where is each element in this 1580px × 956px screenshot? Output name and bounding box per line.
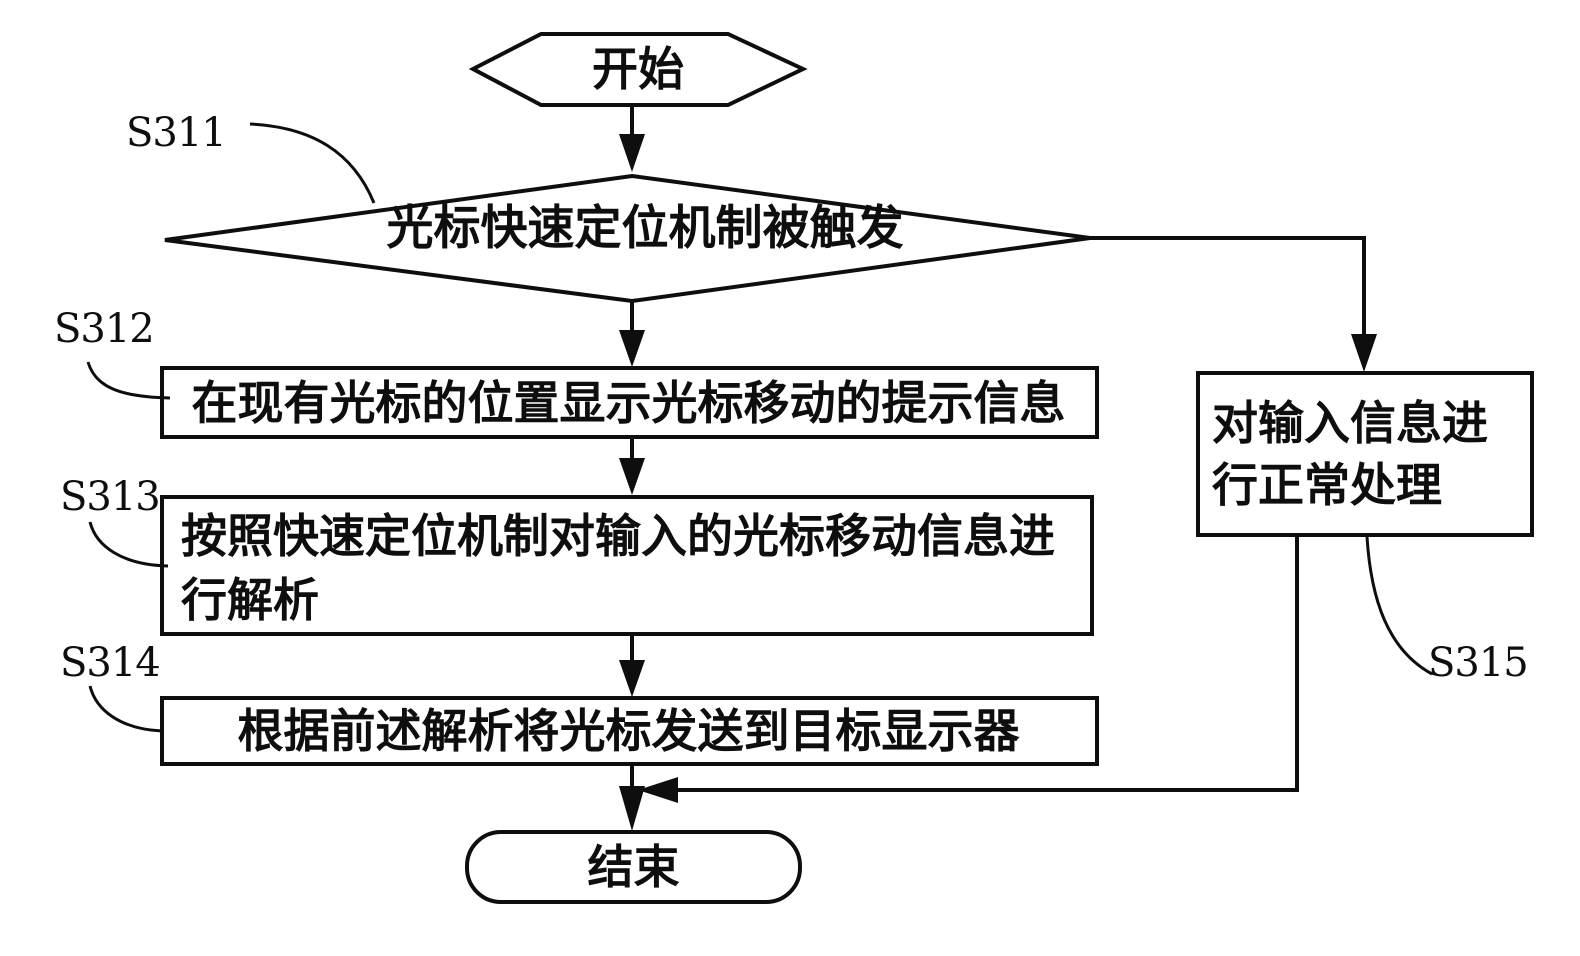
process-s312-shape [160, 366, 1099, 439]
process-s313-label: 按照快速定位机制对输入的光标移动信息进行解析 [181, 510, 1055, 626]
process-s312-label: 在现有光标的位置显示光标移动的提示信息 [191, 376, 1066, 429]
process-s315-label: 对输入信息进行正常处理 [1212, 397, 1488, 511]
start-terminator-shape [468, 32, 808, 107]
flow-decision-to-s315-arrowhead [1351, 334, 1377, 372]
step-ref-s313: S313 [60, 474, 161, 520]
flow-s315-to-merge [676, 535, 1299, 792]
s315-leader-line [1365, 536, 1433, 676]
end-terminator-shape [465, 830, 802, 904]
flow-s314-to-end-arrowhead [619, 786, 645, 831]
start-terminator-label: 开始 [592, 42, 684, 95]
flow-decision-to-s315 [1090, 236, 1366, 338]
process-s315-shape [1196, 371, 1534, 537]
flow-s312-to-s313-arrowhead [619, 458, 645, 495]
step-ref-s311: S311 [126, 110, 227, 156]
end-terminator-label: 结束 [587, 840, 680, 893]
flow-s315-to-merge-arrowhead [638, 777, 678, 803]
decision-s311-label: 光标快速定位机制被触发 [386, 201, 904, 255]
s313-leader-line [88, 521, 169, 568]
step-ref-s314: S314 [60, 640, 161, 686]
step-ref-s315: S315 [1428, 640, 1529, 686]
s311-leader-line [249, 122, 376, 204]
process-s314-label: 根据前述解析将光标发送到目标显示器 [237, 704, 1020, 757]
flow-s313-to-s314-arrowhead [619, 660, 645, 697]
process-s313-shape [160, 495, 1094, 636]
s312-leader-line [86, 361, 171, 400]
flow-start-to-decision-arrowhead [619, 134, 645, 172]
step-ref-s312: S312 [54, 306, 155, 352]
s314-leader-line [88, 685, 163, 733]
flow-decision-to-s312-arrowhead [619, 330, 645, 367]
